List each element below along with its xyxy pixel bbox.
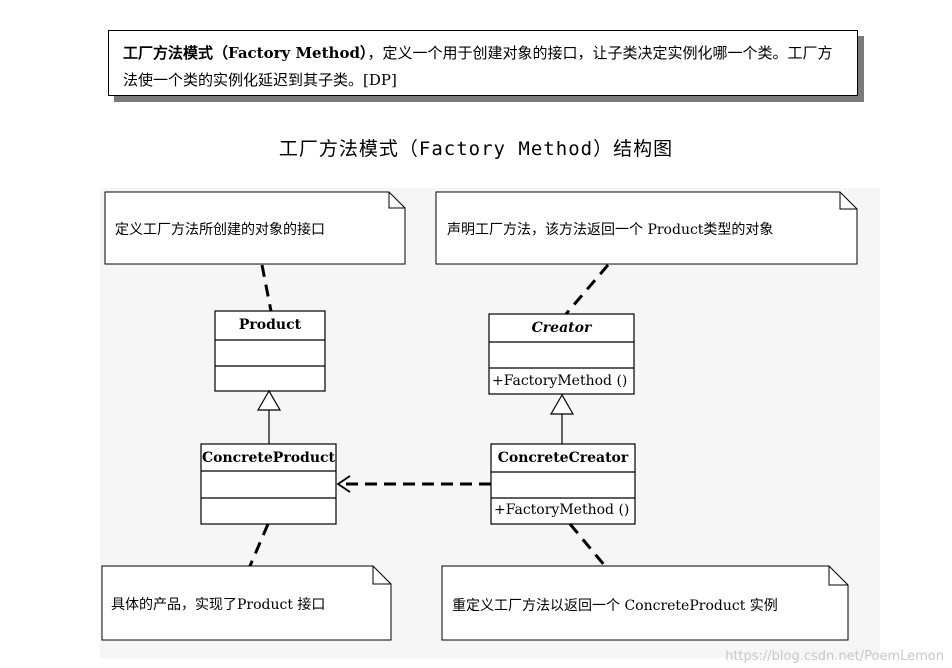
note-concrete-product: [101, 565, 392, 641]
definition-term: 工厂方法模式（Factory Method）: [123, 44, 368, 62]
note-connectors: [248, 264, 610, 567]
class-concrete-creator-method: +FactoryMethod (): [494, 502, 630, 518]
class-product-name: Product: [238, 317, 302, 333]
note-concrete-product-text: 具体的产品，实现了Product 接口: [111, 597, 326, 613]
diagram-title: 工厂方法模式（Factory Method）结构图: [278, 138, 674, 160]
dependency-arrow: [336, 475, 491, 493]
watermark: https://blog.csdn.net/PoemLemon: [725, 649, 944, 664]
class-concrete-creator: [490, 443, 636, 525]
note-product: [104, 191, 406, 265]
class-concrete-creator-name: ConcreteCreator: [497, 450, 629, 466]
class-creator: [488, 313, 635, 395]
note-concrete-creator: [441, 565, 849, 641]
note-creator: [435, 191, 858, 265]
inheritance-creator: [549, 393, 575, 444]
definition-text: ，定义一个用于创建对象的接口，让子类决定实例化哪一个类。工厂方法使一个类的实例化…: [123, 44, 833, 89]
class-concrete-product-name: ConcreteProduct: [201, 450, 336, 466]
class-concrete-product: [200, 443, 337, 525]
note-creator-text: 声明工厂方法，该方法返回一个 Product类型的对象: [447, 222, 774, 238]
class-creator-name: Creator: [531, 320, 592, 336]
definition-box: 工厂方法模式（Factory Method），定义一个用于创建对象的接口，让子类…: [108, 30, 858, 96]
inheritance-product: [256, 389, 282, 444]
class-product: [214, 310, 326, 392]
note-concrete-creator-text: 重定义工厂方法以返回一个 ConcreteProduct 实例: [452, 598, 778, 614]
class-creator-method: +FactoryMethod (): [492, 373, 628, 389]
note-product-text: 定义工厂方法所创建的对象的接口: [115, 222, 325, 238]
